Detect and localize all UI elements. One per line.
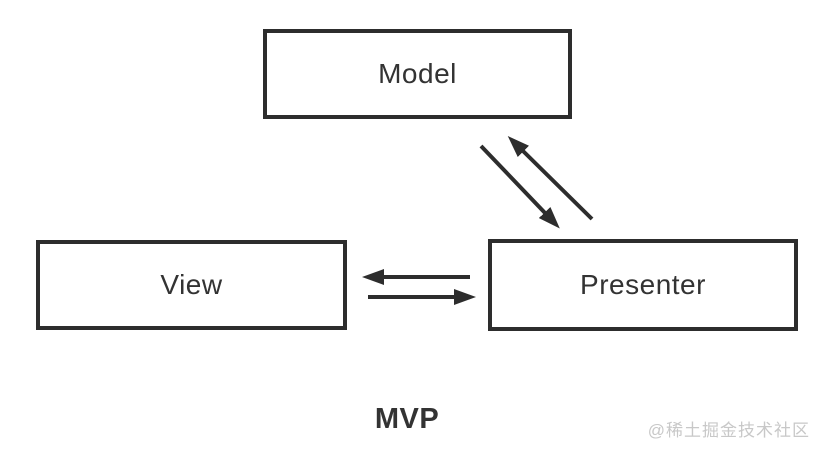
arrow-model-to-presenter: [479, 144, 560, 229]
watermark-text: @稀土掘金技术社区: [647, 421, 810, 440]
node-presenter-label: Presenter: [580, 269, 706, 300]
node-view: View: [36, 240, 347, 330]
node-model-label: Model: [378, 58, 457, 89]
node-view-label: View: [160, 269, 223, 300]
diagram-title: MVP: [374, 403, 440, 435]
arrow-presenter-to-model: [507, 135, 594, 221]
node-model: Model: [263, 29, 572, 119]
node-presenter: Presenter: [488, 239, 798, 331]
